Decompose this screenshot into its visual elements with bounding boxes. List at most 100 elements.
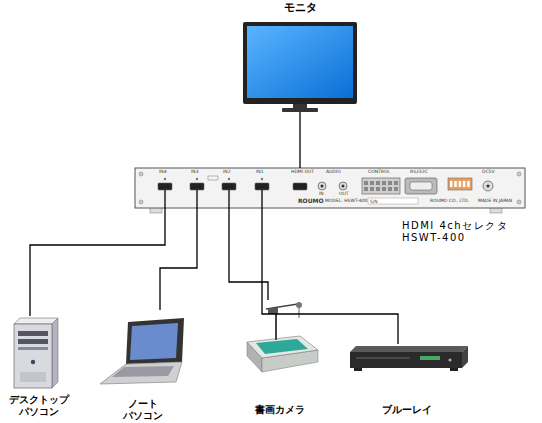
panel-marking: ROUMO [298,198,324,204]
dip-switch [463,181,466,187]
selector-panel [222,183,236,190]
selector-panel [165,190,262,208]
bluray-player-icon [350,346,468,371]
desktop-pc-icon [18,347,48,350]
desktop-pc-icon [31,360,35,364]
hdmi-cable [30,208,165,316]
selector-panel [208,176,218,180]
selector-panel [135,168,525,213]
device-label: モニタ [238,2,362,15]
selector-panel [405,178,437,194]
terminal-screw [364,187,368,191]
terminal-screw [382,181,386,185]
selector-panel [158,183,307,190]
bluray-player-icon [450,368,458,371]
bluray-player-icon [448,358,451,361]
panel-marking: MODEL: HSWT-400 [325,199,367,204]
terminal-screw [388,187,392,191]
document-camera-icon [296,302,302,308]
dip-switch [467,181,470,187]
bluray-player-icon [350,346,468,352]
document-camera-icon [256,339,308,354]
terminal-screw [364,181,368,185]
device-label: HDMI 4chセレクタ HSWT-400 [402,220,537,243]
panel-marking: MADE IN JAPAN [478,199,512,204]
dip-switch [454,181,457,187]
selector-panel [410,182,432,190]
monitor-icon [243,22,357,104]
document-camera-icon [247,336,318,358]
notebook-pc-icon [112,366,174,377]
bluray-player-icon [356,358,410,359]
device-node: ブルーレイ [345,344,469,421]
selector-panel [517,172,521,176]
device-label: デスクトップ パソコン [3,394,75,417]
desktop-pc-icon [18,339,48,344]
device-node: ノート パソコン [96,310,190,422]
selector-panel [196,190,197,208]
device-label: ノート パソコン [118,398,168,421]
panel-marking: OUT [339,192,349,197]
panel-marking: IN3 [191,170,199,175]
terminal-screw [382,187,386,191]
panel-marking: ROUMO CO., LTD. [430,199,469,204]
selector-panel [293,183,307,190]
terminal-screw [370,187,374,191]
hdmi-cable [262,208,398,344]
device-node: モニタ [238,0,362,112]
selector-panel [339,182,347,190]
monitor-icon [247,26,353,98]
selector-panel [164,178,166,180]
terminal-screw [394,187,398,191]
bluray-player-icon [420,356,440,360]
desktop-pc-icon [52,318,58,388]
selector-panel [487,185,490,188]
notebook-pc-icon [100,362,182,384]
monitor-icon [282,108,318,112]
panel-marking: HDMI OUT [291,170,314,175]
selector-panel [483,181,493,191]
selector-panel [135,168,525,208]
selector-panel [139,200,143,204]
desktop-pc-icon [14,324,52,388]
hdmi-cable [299,112,300,168]
selector-panel [190,183,204,190]
selector-panel [362,178,400,194]
selector-panel [196,178,198,180]
panel-marking: CONTROL [368,170,390,175]
bluray-player-icon [354,368,362,371]
selector-panel [255,183,269,190]
panel-marking: AUDIO [326,170,341,175]
panel-marking: IN2 [223,170,231,175]
selector-panel [517,200,521,204]
document-camera-icon [268,308,278,314]
panel-marking: DC5V [482,170,495,175]
desktop-pc-icon [18,331,48,336]
dip-switch [450,181,453,187]
dip-switch [459,181,462,187]
panel-marking: S/N [370,200,378,205]
selector-panel [158,183,172,190]
notebook-pc-icon [100,318,184,384]
selector-panel [228,178,230,180]
terminal-screw [370,181,374,185]
terminal-screw [376,187,380,191]
selector-panel [139,172,143,176]
bluray-player-icon [462,346,468,368]
device-node: 書画カメラ [232,300,328,421]
desktop-pc-icon [20,372,46,382]
notebook-pc-icon [130,323,178,360]
selector-panel [364,181,398,191]
monitor-icon [243,22,357,112]
terminal-screw [394,181,398,185]
device-node: デスクトップ パソコン [0,316,78,421]
selector-panel [450,181,470,187]
desktop-pc-icon [14,318,58,324]
panel-marking: IN1 [256,170,264,175]
panel-marking: RS232C [410,170,428,175]
panel-marking: IN4 [159,170,167,175]
selector-panel [321,185,324,188]
selector-panel [318,182,326,190]
selector-panel [261,190,262,208]
